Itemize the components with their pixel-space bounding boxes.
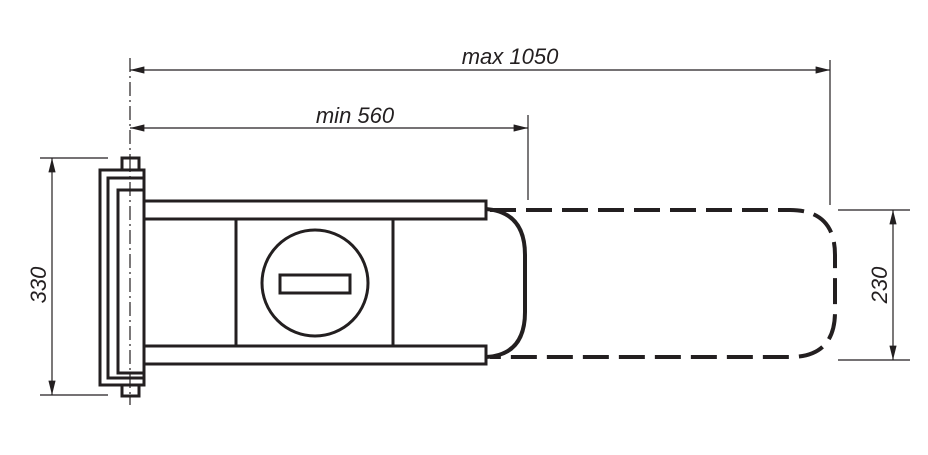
lock-slot (278, 273, 352, 295)
arm-height-label: 230 (867, 266, 892, 304)
bracket-height-label: 330 (26, 266, 51, 303)
lower-arm (142, 344, 488, 366)
arm-end-retracted (485, 207, 527, 359)
min-length-label: min 560 (316, 103, 395, 128)
lock-cylinder (260, 228, 370, 338)
arm-extended-outline (490, 208, 837, 359)
upper-arm (142, 199, 488, 221)
wall-bracket (98, 156, 146, 398)
max-length-label: max 1050 (462, 44, 559, 69)
